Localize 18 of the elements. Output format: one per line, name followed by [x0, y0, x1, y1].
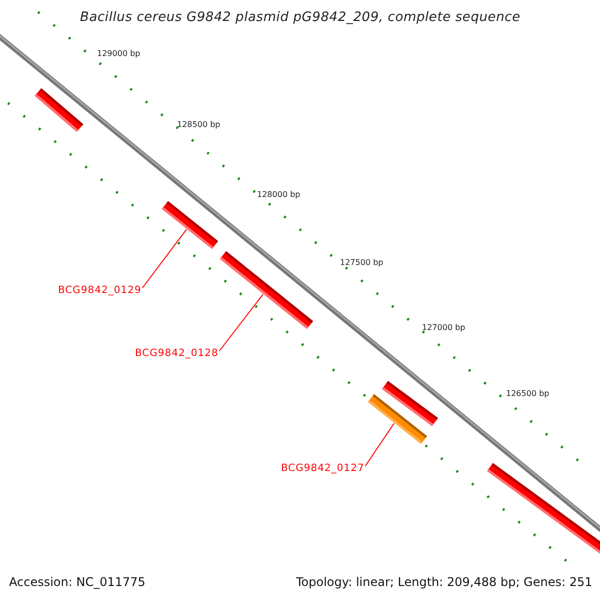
scale-label: 127500 bp — [340, 258, 384, 267]
footer-text: Accession: NC_011775 — [9, 575, 146, 589]
scale-label: 128000 bp — [257, 190, 300, 199]
scale-label: 127000 bp — [422, 323, 466, 332]
leader-line — [364, 422, 395, 466]
gene-arrow — [368, 394, 428, 444]
scale-label: 129000 bp — [97, 49, 140, 58]
diagram-title: Bacillus cereus G9842 plasmid pG9842_209, complete sequence — [80, 10, 520, 25]
gene-arrow — [220, 251, 314, 329]
leader-line — [218, 294, 264, 352]
scale-label: 126500 bp — [506, 389, 550, 398]
gene-label: BCG9842_0128 — [135, 348, 218, 360]
scale-label: 128500 bp — [177, 120, 220, 129]
footer-text: Topology: linear; Length: 209,488 bp; Genes: 251 — [296, 575, 592, 589]
leader-line — [142, 228, 188, 288]
gene-arrow — [162, 201, 218, 249]
gene-label: BCG9842_0129 — [58, 285, 142, 297]
gene-label: BCG9842_0127 — [281, 463, 364, 475]
